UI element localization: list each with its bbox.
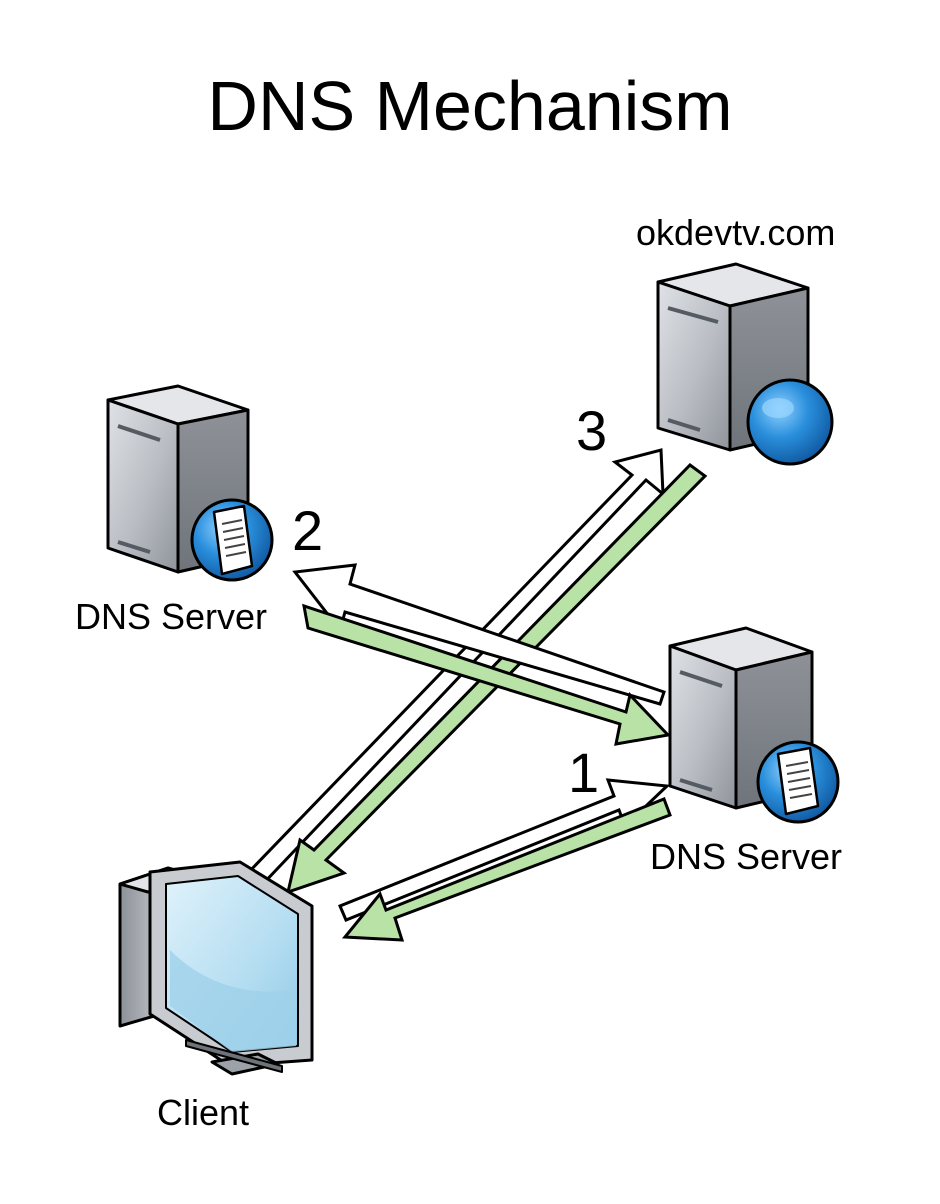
response-arrow-2: [302, 603, 672, 746]
request-arrow-1: [338, 778, 671, 922]
step-number-1: 1: [568, 741, 600, 804]
client-computer-icon: [118, 860, 314, 1076]
response-arrow-1: [341, 797, 672, 942]
web-server-icon: [656, 262, 834, 466]
dns-server-right-icon: [668, 626, 840, 824]
dns-server-left-label: DNS Server: [75, 596, 268, 637]
step-number-3: 3: [576, 399, 608, 462]
client-label: Client: [157, 1092, 250, 1133]
dns-server-left-icon: [106, 384, 274, 582]
page-title: DNS Mechanism: [207, 67, 733, 145]
web-server-label: okdevtv.com: [636, 212, 836, 253]
dns-server-right-label: DNS Server: [650, 836, 843, 877]
request-arrow-2: [292, 563, 666, 706]
step-number-2: 2: [292, 499, 324, 562]
